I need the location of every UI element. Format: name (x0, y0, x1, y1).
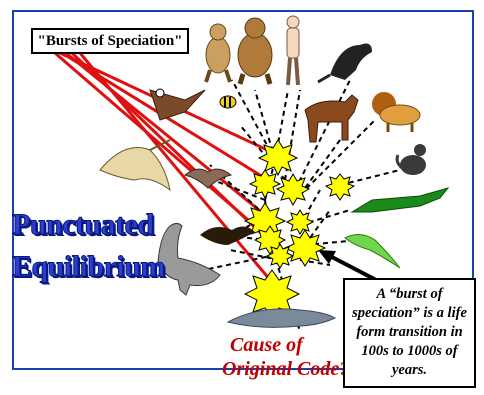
fish-figure (228, 309, 335, 327)
archaeopteryx-figure (200, 226, 255, 245)
burst-star (277, 174, 309, 205)
question-original-code: Original Code? (222, 358, 349, 381)
monkey-figure (206, 24, 230, 82)
human-figure (287, 16, 299, 85)
title-punctuated: Punctuated (12, 208, 154, 242)
burst-star (250, 170, 280, 198)
burst-star (267, 244, 293, 268)
burst-star (326, 174, 354, 200)
red-line (55, 53, 254, 225)
question-cause-of: Cause of (230, 334, 303, 357)
burst-star (287, 210, 313, 234)
speciation-note-box: A “burst of speciation” is a life form t… (343, 278, 476, 388)
bee-figure (220, 96, 236, 108)
bursts-of-speciation-callout: "Bursts of Speciation" (31, 28, 189, 54)
burst-star (285, 230, 325, 266)
title-equilibrium: Equilibrium (12, 250, 165, 284)
ape-figure (238, 18, 272, 84)
speciation-bursts (245, 140, 354, 318)
cat-figure (397, 144, 426, 175)
kangaroo-figure (318, 44, 372, 82)
lizard-figure (345, 234, 400, 268)
lion-figure (372, 92, 420, 132)
horse-figure (305, 95, 358, 142)
alligator-figure (352, 188, 448, 212)
